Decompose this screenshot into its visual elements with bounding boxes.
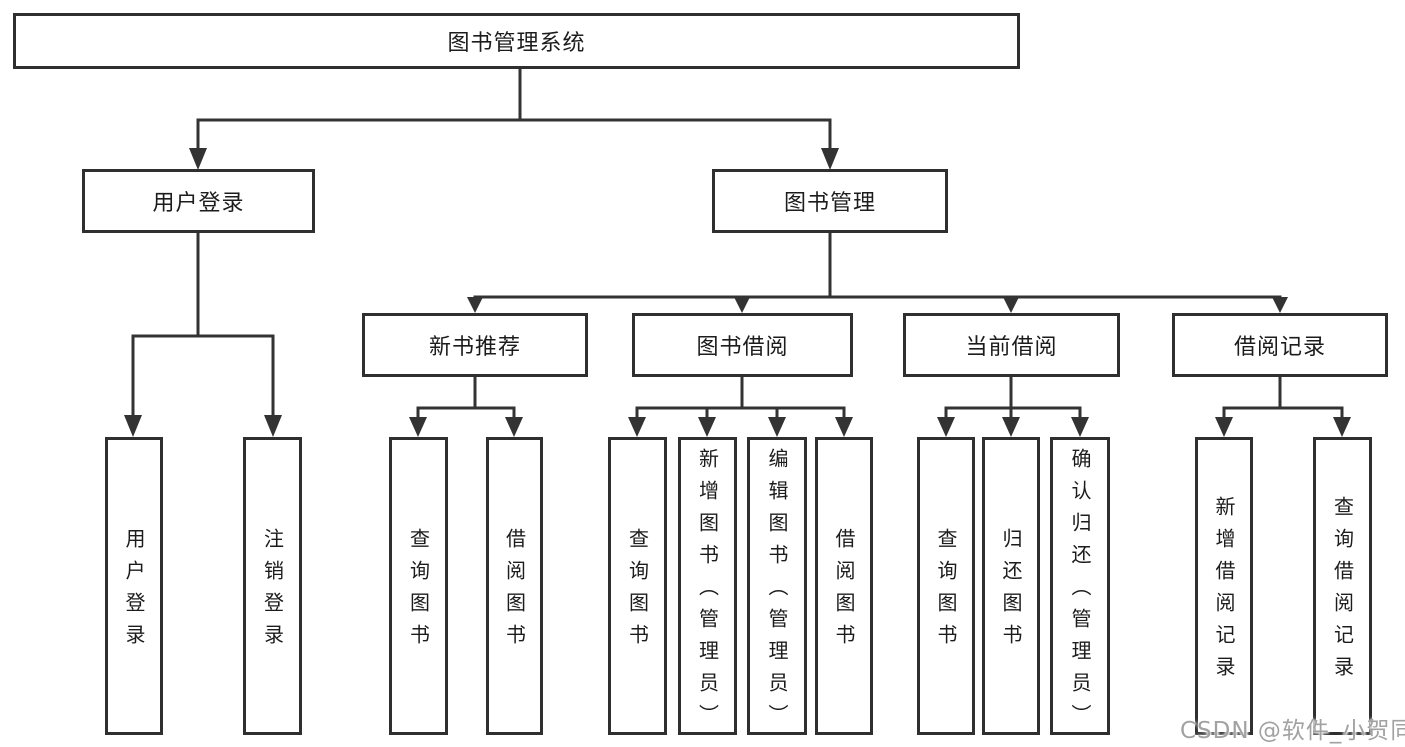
connector-newbook-children (409, 377, 523, 437)
connector-mgmt-children (467, 232, 1288, 313)
node-add-books-admin: 新增图书（管理员） (678, 437, 737, 736)
node-label: 新增图书（管理员） (695, 448, 720, 736)
node-label: 当前借阅 (965, 335, 1058, 360)
node-query-borrow-record: 查询借阅记录 (1313, 437, 1372, 735)
node-borrow-books-1: 借阅图书 (486, 437, 543, 735)
node-label: 确认归还（管理员） (1068, 448, 1092, 736)
node-label: 借阅图书 (502, 528, 527, 656)
node-label: 图书借阅 (696, 335, 789, 360)
node-new-book-recommend: 新书推荐 (362, 313, 588, 377)
node-library-management-system: 图书管理系统 (13, 13, 1020, 69)
watermark-text: CSDN @软件_小贺同学 (1180, 718, 1405, 744)
node-label: 新增借阅记录 (1212, 496, 1236, 688)
node-label: 查询图书 (934, 528, 958, 656)
node-label: 用户登录 (152, 191, 245, 216)
node-label: 借阅图书 (832, 528, 856, 656)
node-label: 注销登录 (260, 528, 285, 656)
node-query-books-2: 查询图书 (608, 437, 667, 735)
connector-records-children (1215, 377, 1351, 437)
node-return-books: 归还图书 (982, 437, 1040, 735)
node-add-borrow-record: 新增借阅记录 (1195, 437, 1253, 735)
node-label: 查询图书 (406, 528, 431, 656)
node-label: 查询图书 (625, 528, 650, 656)
node-borrowing-records: 借阅记录 (1172, 313, 1388, 377)
node-label: 编辑图书（管理员） (765, 448, 789, 736)
node-label: 图书管理 (783, 191, 876, 216)
node-book-management: 图书管理 (712, 169, 948, 233)
node-borrow-books-2: 借阅图书 (815, 437, 873, 735)
node-label: 新书推荐 (428, 335, 521, 360)
node-user-login: 用户登录 (82, 169, 315, 233)
node-label: 图书管理系统 (447, 31, 586, 56)
node-user-login-leaf: 用户登录 (105, 437, 163, 735)
node-current-borrowing: 当前借阅 (903, 313, 1120, 377)
connector-root-to-level2 (189, 68, 839, 170)
node-query-books-1: 查询图书 (389, 437, 448, 735)
connector-borrow-children (628, 377, 853, 437)
connector-current-children (937, 377, 1089, 437)
node-query-books-3: 查询图书 (917, 437, 975, 735)
node-book-borrowing: 图书借阅 (632, 313, 853, 377)
connector-login-children (124, 232, 282, 437)
node-label: 用户登录 (122, 528, 146, 656)
node-label: 归还图书 (999, 528, 1023, 656)
node-confirm-return-admin: 确认归还（管理员） (1050, 437, 1110, 736)
node-logout-leaf: 注销登录 (243, 437, 302, 735)
node-edit-books-admin: 编辑图书（管理员） (747, 437, 807, 736)
node-label: 查询借阅记录 (1330, 496, 1355, 688)
node-label: 借阅记录 (1233, 335, 1326, 360)
